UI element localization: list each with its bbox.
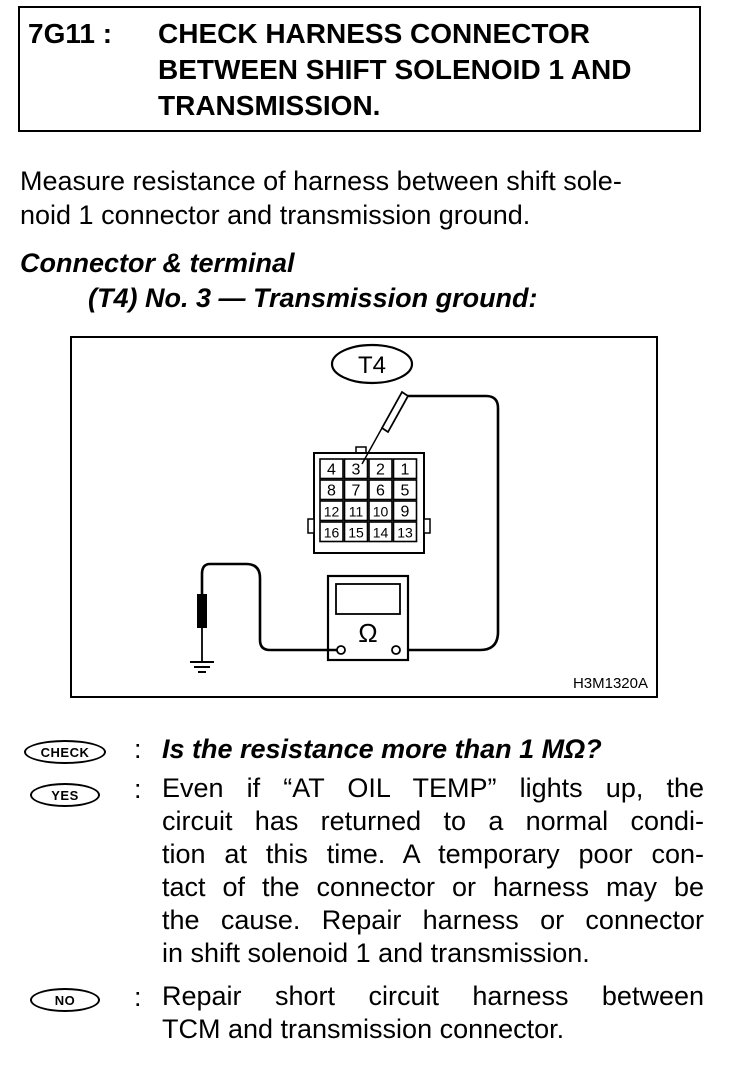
- probe-lead-ground: [190, 562, 337, 673]
- ohm-symbol: Ω: [358, 618, 377, 648]
- yes-badge: YES: [30, 783, 100, 807]
- yes-line: circuit has returned to a normal condi-: [162, 806, 704, 836]
- instruction-line-1: Measure resistance of harness between sh…: [20, 166, 622, 196]
- ohmmeter: Ω: [326, 574, 410, 662]
- check-badge: CHECK: [24, 740, 106, 764]
- terminal-cell: [392, 458, 418, 480]
- terminal-number: 13: [397, 525, 413, 541]
- yes-line: tact of the connector or harness may be: [162, 872, 704, 902]
- no-badge: NO: [30, 988, 100, 1012]
- terminal-cell: [319, 458, 344, 480]
- step-title: CHECK HARNESS CONNECTOR BETWEEN SHIFT SO…: [158, 16, 698, 124]
- terminal-number: 14: [373, 525, 389, 541]
- terminal-cell: [343, 479, 369, 501]
- terminal-cell: [319, 500, 344, 522]
- step-code: 7G11 :: [28, 18, 113, 49]
- connector-label: T4: [358, 352, 386, 379]
- instruction-line-2: noid 1 connector and transmission ground…: [20, 200, 531, 230]
- no-line: TCM and transmission connector.: [162, 1014, 565, 1044]
- terminal-cell: [368, 521, 393, 543]
- no-line: Repair short circuit harness between: [162, 981, 704, 1011]
- title-line: CHECK HARNESS CONNECTOR: [158, 18, 590, 49]
- connector-detail: (T4) No. 3 — Transmission ground:: [88, 283, 538, 313]
- yes-line: Even if “AT OIL TEMP” lights up, the: [162, 773, 704, 803]
- yes-line: tion at this time. A temporary poor con-: [162, 839, 704, 869]
- terminal-number: 9: [401, 504, 410, 521]
- terminal-number: 7: [352, 483, 361, 500]
- yes-colon: :: [134, 774, 142, 804]
- connector-label-bubble: T4: [330, 343, 414, 385]
- yes-answer: Even if “AT OIL TEMP” lights up, the cir…: [162, 772, 704, 970]
- terminal-cell: [392, 500, 418, 522]
- terminal-cell: [343, 458, 369, 480]
- no-colon: :: [134, 982, 142, 1012]
- yes-line: the cause. Repair harness or connector: [162, 905, 704, 935]
- terminal-number: 4: [327, 462, 336, 479]
- probe-lead-positive: [361, 390, 500, 652]
- diagram-frame: [70, 336, 658, 698]
- yes-line: in shift solenoid 1 and transmission.: [162, 938, 590, 968]
- terminal-number: 15: [348, 525, 364, 541]
- terminal-cell: [368, 500, 393, 522]
- terminal-cell: [319, 479, 344, 501]
- terminal-cell: [368, 458, 393, 480]
- check-colon: :: [134, 734, 142, 764]
- terminal-number: 10: [373, 504, 389, 520]
- terminal-number: 16: [324, 525, 340, 541]
- connector-heading: Connector & terminal: [20, 248, 295, 278]
- terminal-number: 2: [376, 462, 385, 479]
- terminal-cell: [392, 479, 418, 501]
- title-box: 7G11 : CHECK HARNESS CONNECTOR BETWEEN S…: [18, 6, 701, 132]
- terminal-cell: [392, 521, 418, 543]
- no-answer: Repair short circuit harness between TCM…: [162, 980, 704, 1046]
- terminal-number: 3: [352, 462, 361, 479]
- terminal-cell: [319, 521, 344, 543]
- terminal-number: 8: [327, 483, 336, 500]
- terminal-cell: [343, 521, 369, 543]
- terminal-cell: [343, 500, 369, 522]
- terminal-number: 1: [401, 462, 410, 479]
- terminal-number: 5: [401, 483, 410, 500]
- title-line: BETWEEN SHIFT SOLENOID 1 AND: [158, 54, 632, 85]
- figure-code: H3M1320A: [573, 675, 648, 692]
- terminal-number: 11: [349, 504, 364, 520]
- terminal-number: 12: [324, 504, 340, 520]
- title-line: TRANSMISSION.: [158, 90, 381, 121]
- terminal-number: 6: [376, 483, 385, 500]
- terminal-cell: [368, 479, 393, 501]
- check-question: Is the resistance more than 1 MΩ?: [162, 734, 602, 764]
